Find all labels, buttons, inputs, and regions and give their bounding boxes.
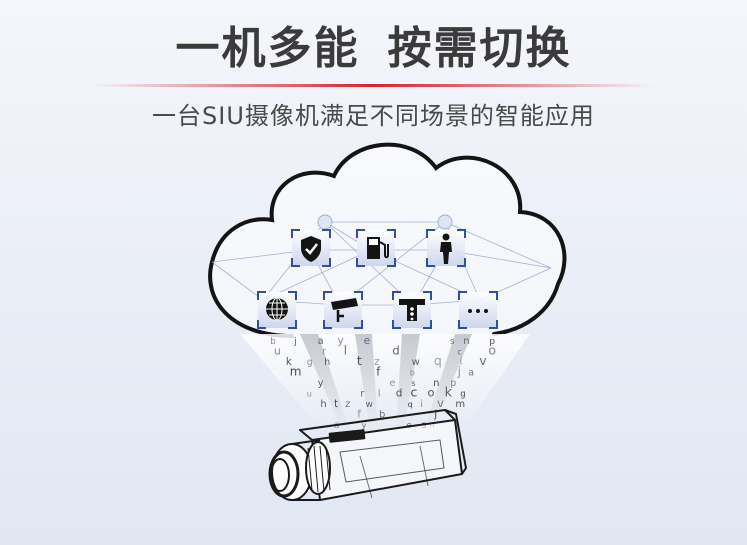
stream-char: g bbox=[460, 389, 465, 399]
stream-char: e bbox=[364, 334, 371, 347]
stream-char: n bbox=[463, 336, 469, 347]
stream-char: z bbox=[374, 355, 380, 368]
stream-char: e bbox=[389, 378, 395, 389]
stream-char: y bbox=[362, 420, 367, 430]
stream-char: r bbox=[360, 389, 365, 400]
stream-char: f bbox=[357, 408, 361, 421]
stream-char: u bbox=[274, 345, 281, 358]
stream-char: o bbox=[488, 344, 496, 359]
stream-char: u bbox=[307, 389, 312, 399]
stream-char: c bbox=[410, 386, 417, 401]
stream-char: w bbox=[366, 400, 373, 410]
stream-char: d bbox=[392, 344, 400, 358]
stream-char: m bbox=[290, 365, 302, 379]
title-part-1: 一机多能 bbox=[175, 23, 360, 74]
stream-char: b bbox=[379, 410, 385, 421]
stream-char: s bbox=[411, 379, 415, 388]
camera-illustration bbox=[268, 409, 467, 501]
stream-char: s bbox=[450, 337, 455, 347]
network-node bbox=[437, 214, 453, 230]
stream-char: j bbox=[293, 336, 296, 346]
stream-char: p bbox=[450, 378, 456, 389]
stream-char: k bbox=[286, 357, 292, 368]
title-divider bbox=[92, 84, 655, 87]
stream-char: a bbox=[468, 368, 474, 379]
title-part-2: 按需切换 bbox=[387, 23, 572, 74]
stream-char: c bbox=[457, 347, 462, 357]
data-beam-stripes bbox=[300, 334, 472, 430]
stream-char: q bbox=[434, 354, 442, 369]
stream-char: t bbox=[357, 353, 362, 368]
stream-char: y bbox=[338, 335, 344, 347]
stream-char: y bbox=[318, 378, 324, 389]
shield-check-icon bbox=[291, 229, 331, 267]
stream-char: w bbox=[412, 357, 420, 368]
surveillance-camera-icon bbox=[323, 291, 363, 329]
network-node bbox=[317, 214, 333, 230]
stream-char: v bbox=[479, 353, 486, 368]
page-subtitle: 一台SIU摄像机满足不同场景的智能应用 bbox=[152, 102, 595, 130]
stream-char: r bbox=[322, 347, 327, 358]
stream-char: g bbox=[307, 357, 313, 368]
stream-char: h bbox=[324, 357, 330, 368]
page-title: 一机多能按需切换 bbox=[0, 12, 747, 76]
stream-char: z bbox=[345, 399, 350, 410]
stream-char: b bbox=[270, 337, 275, 347]
stream-char: v bbox=[437, 396, 444, 410]
stream-char: p bbox=[489, 337, 495, 347]
stream-char: m bbox=[455, 399, 465, 410]
stream-char: b bbox=[410, 368, 415, 378]
stream-char: t bbox=[334, 399, 338, 410]
stream-char: j bbox=[433, 408, 437, 421]
stream-char: j bbox=[457, 365, 461, 379]
stream-char: o bbox=[428, 386, 435, 400]
stream-char: i bbox=[460, 357, 463, 368]
stream-char: h bbox=[320, 399, 326, 410]
traffic-light-icon bbox=[392, 291, 432, 329]
stream-char: l bbox=[378, 389, 381, 400]
stream-char: q bbox=[408, 399, 413, 409]
stream-char: k bbox=[445, 386, 453, 401]
human-body-icon bbox=[426, 229, 466, 267]
stream-char: l bbox=[344, 343, 347, 358]
stream-char: n bbox=[433, 378, 439, 389]
stream-char: a bbox=[318, 336, 324, 347]
globe-icon bbox=[257, 291, 297, 329]
stream-char: i bbox=[420, 399, 423, 410]
more-dots-icon bbox=[458, 291, 498, 329]
fuel-pump-icon bbox=[356, 229, 396, 267]
stream-char: f bbox=[376, 366, 381, 379]
stream-char: d bbox=[396, 388, 403, 400]
